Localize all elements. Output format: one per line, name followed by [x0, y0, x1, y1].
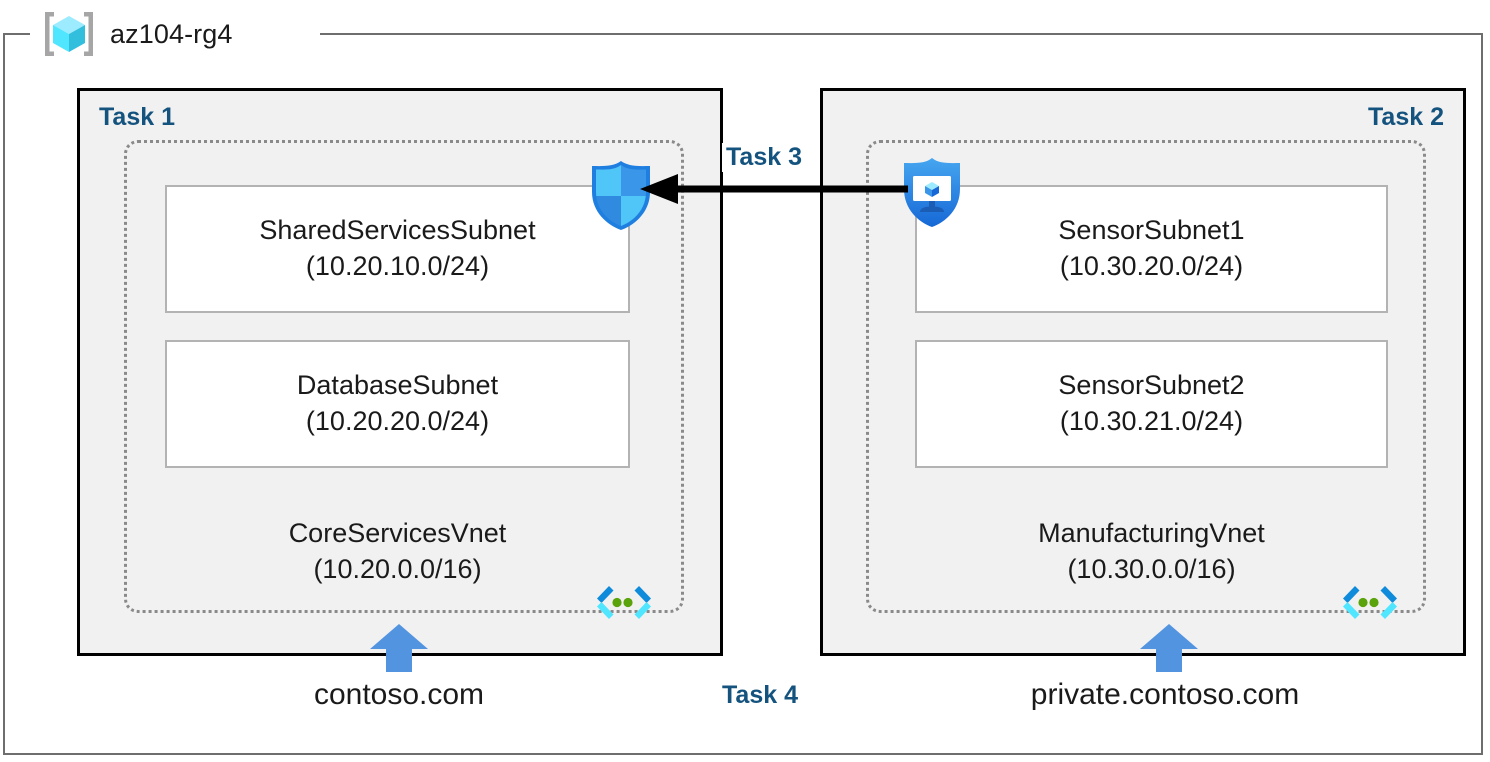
manufacturingvnet-caption: ManufacturingVnet (10.30.0.0/16): [915, 516, 1388, 588]
coreservicesvnet-boundary: [124, 140, 684, 613]
vnet-brackets-icon: [1338, 582, 1402, 624]
task-3-label: Task 3: [722, 143, 806, 172]
sharedservicessubnet-box: SharedServicesSubnet (10.20.10.0/24): [165, 185, 630, 313]
task-1-label: Task 1: [99, 103, 175, 131]
coreservicesvnet-caption: CoreServicesVnet (10.20.0.0/16): [165, 516, 630, 588]
resource-group-header: az104-rg4: [40, 8, 232, 60]
subnet-name: SharedServicesSubnet: [259, 215, 536, 246]
vnet-name: CoreServicesVnet: [288, 518, 507, 548]
shield-icon: [585, 158, 657, 233]
resource-group-name: az104-rg4: [110, 18, 233, 49]
shield-vm-icon: [898, 155, 966, 230]
sensorsubnet2-box: SensorSubnet2 (10.30.21.0/24): [915, 340, 1388, 468]
vnet-name: ManufacturingVnet: [1038, 518, 1265, 548]
vnet-cidr: (10.30.0.0/16): [1067, 553, 1236, 584]
task-2-label: Task 2: [1368, 103, 1444, 131]
subnet-cidr: (10.30.20.0/24): [1059, 251, 1244, 281]
dns-zone-private-contoso: private.contoso.com: [1030, 678, 1300, 711]
up-arrow-icon: [369, 624, 429, 672]
subnet-name: SensorSubnet2: [1058, 370, 1245, 401]
task-4-label: Task 4: [722, 681, 798, 709]
databasesubnet-box: DatabaseSubnet (10.20.20.0/24): [165, 340, 630, 468]
resource-group-container: [3, 33, 1483, 755]
vnet-brackets-icon: [592, 582, 656, 624]
subnet-name: DatabaseSubnet: [296, 370, 499, 401]
subnet-cidr: (10.20.10.0/24): [305, 251, 490, 281]
subnet-name: SensorSubnet1: [1058, 215, 1245, 246]
dns-zone-contoso: contoso.com: [313, 678, 485, 711]
subnet-cidr: (10.20.20.0/24): [305, 406, 490, 436]
vnet-cidr: (10.20.0.0/16): [313, 553, 482, 584]
subnet-cidr: (10.30.21.0/24): [1059, 406, 1244, 436]
vnet-peering-arrow: [640, 173, 910, 205]
sensorsubnet1-box: SensorSubnet1 (10.30.20.0/24): [915, 185, 1388, 313]
up-arrow-icon: [1139, 624, 1199, 672]
manufacturingvnet-boundary: [866, 140, 1426, 613]
resource-group-cube-icon: [40, 8, 98, 60]
